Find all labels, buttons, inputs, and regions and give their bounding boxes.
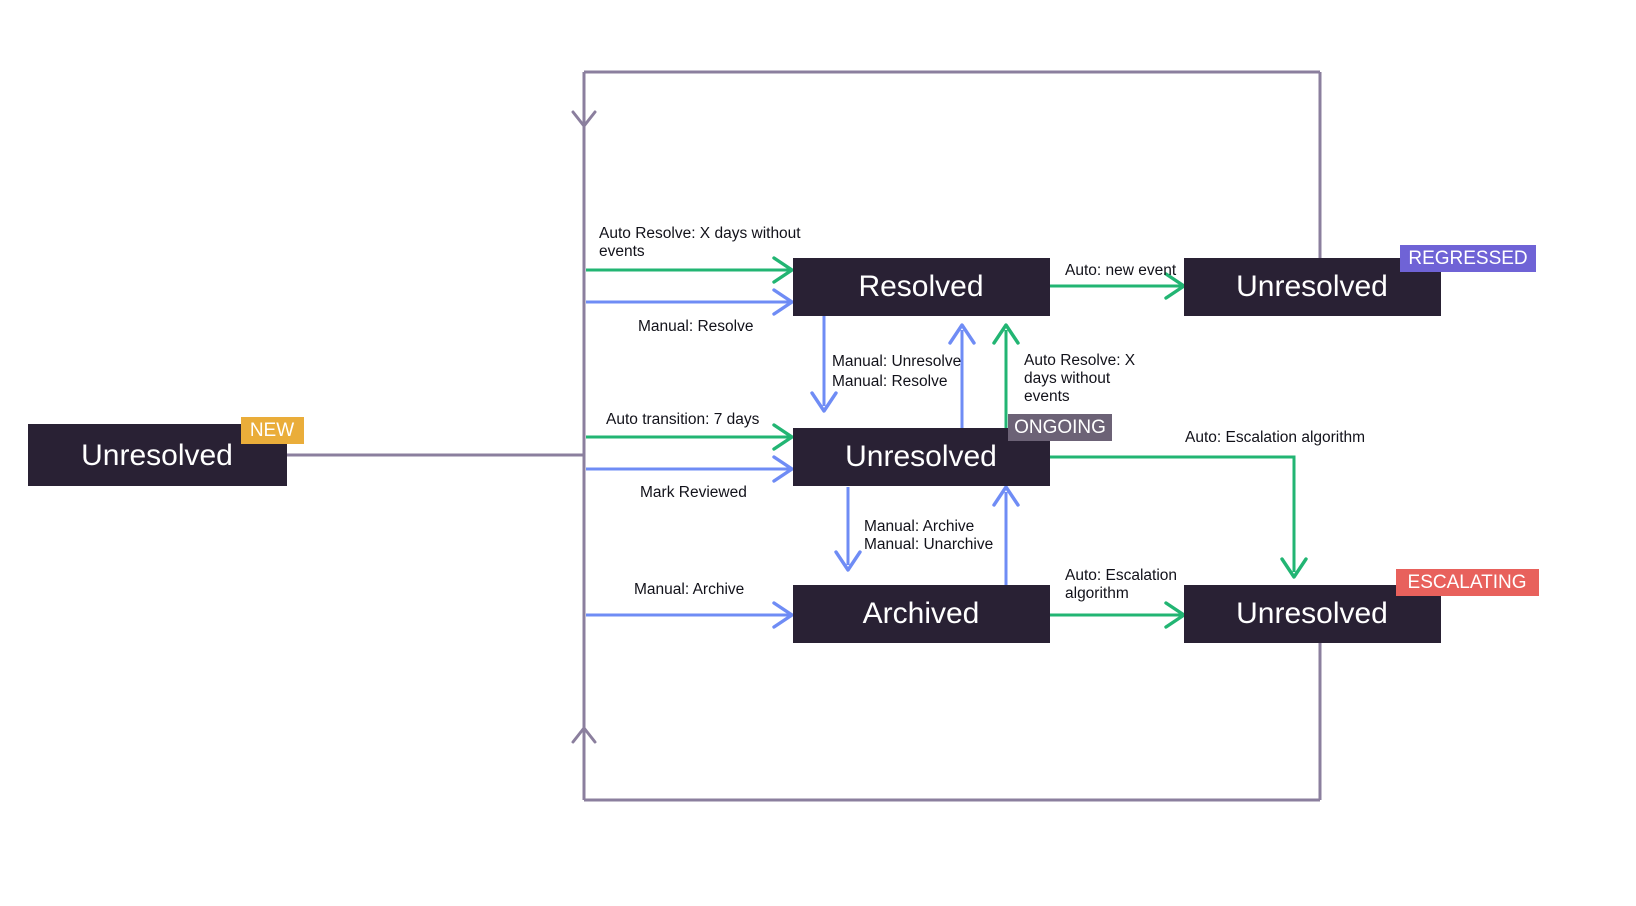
edge-label-manual-resolve-mid: Manual: Resolve: [832, 373, 947, 390]
arrowhead-icon: [992, 485, 1020, 507]
edge-label-manual-archive-vert: Manual: Archive: [864, 518, 974, 535]
arrowhead-icon: [834, 550, 862, 572]
outer-loop-edges: [287, 70, 1322, 802]
badge-escalating: ESCALATING: [1396, 569, 1539, 596]
edge-label-auto-escalation-line2: algorithm: [1065, 585, 1129, 602]
loop-arrowhead-up-icon: [571, 726, 597, 744]
edge-label-auto-transition-7days: Auto transition: 7 days: [606, 411, 760, 428]
arrowhead-icon: [772, 288, 794, 316]
badge-label-escalating: ESCALATING: [1408, 572, 1527, 593]
state-label-escalating-unresolved: Unresolved: [1236, 597, 1388, 630]
badge-rect: [1396, 569, 1539, 596]
state-label-regressed-unresolved: Unresolved: [1236, 270, 1388, 303]
edge-label-auto-resolve-x-days-line1: Auto Resolve: X days without: [599, 225, 801, 242]
edge-mark-reviewed: [586, 455, 794, 483]
badge-label-new: NEW: [250, 420, 294, 441]
edge-label-manual-archive-bottom: Manual: Archive: [634, 581, 744, 598]
edge-auto-escalation-top: [1050, 455, 1308, 579]
edge-label-auto-new-event: Auto: new event: [1065, 262, 1177, 279]
arrowhead-icon: [772, 601, 794, 629]
arrowhead-icon: [772, 423, 794, 451]
badge-new: NEW: [241, 417, 304, 444]
arrowhead-icon: [992, 323, 1020, 345]
state-box-rect: [793, 428, 1050, 486]
edge-manual-unarchive-up: [992, 485, 1020, 585]
edge-manual-resolve-up: [948, 323, 976, 428]
edge-auto-escalation-bottom: [1050, 601, 1186, 629]
edge-label-mark-reviewed: Mark Reviewed: [640, 484, 747, 501]
edge-manual-archive-bottom: [586, 601, 794, 629]
badge-rect: [1008, 414, 1112, 441]
edge-auto-resolve-x-days: [586, 256, 794, 284]
badge-regressed: REGRESSED: [1400, 245, 1536, 272]
badge-rect: [1400, 245, 1536, 272]
badge-label-ongoing: ONGOING: [1014, 417, 1106, 438]
state-node-resolved[interactable]: Resolved: [793, 258, 1050, 316]
edge-manual-unresolve-down: [810, 315, 838, 413]
edge-label-auto-resolve-vert-line1: Auto Resolve: X: [1024, 352, 1136, 369]
edge-auto-transition-7days: [586, 423, 794, 451]
arrowhead-icon: [772, 455, 794, 483]
state-label-new-unresolved: Unresolved: [81, 439, 233, 472]
arrowhead-icon: [1280, 557, 1308, 579]
arrowhead-icon: [810, 391, 838, 413]
state-node-archived[interactable]: Archived: [793, 585, 1050, 643]
state-box-rect: [1184, 258, 1441, 316]
state-node-ongoing-unresolved[interactable]: Unresolved: [793, 428, 1050, 486]
state-box-rect: [793, 258, 1050, 316]
edge-label-auto-resolve-vert-line2: days without: [1024, 370, 1111, 387]
edge-label-auto-escalation-algorithm-top: Auto: Escalation algorithm: [1185, 429, 1365, 446]
arrowhead-icon: [772, 256, 794, 284]
state-label-ongoing-unresolved: Unresolved: [845, 440, 997, 473]
state-label-resolved: Resolved: [858, 270, 983, 303]
edge-manual-resolve-top: [586, 288, 794, 316]
loop-arrowhead-down-icon: [571, 110, 597, 128]
edge-label-auto-escalation-line1: Auto: Escalation: [1065, 567, 1177, 584]
arrowhead-icon: [948, 323, 976, 345]
badge-ongoing: ONGOING: [1008, 414, 1112, 441]
edge-label-auto-resolve-x-days-line2: events: [599, 243, 645, 260]
edge-label-manual-unresolve: Manual: Unresolve: [832, 353, 961, 370]
edge-label-auto-resolve-vert-line3: events: [1024, 388, 1070, 405]
state-node-regressed-unresolved[interactable]: Unresolved: [1184, 258, 1441, 316]
edge-label-manual-resolve-top: Manual: Resolve: [638, 318, 753, 335]
edge-auto-resolve-up: [992, 323, 1020, 428]
edge-manual-archive-down: [834, 487, 862, 572]
edge-label-manual-unarchive-vert: Manual: Unarchive: [864, 536, 993, 553]
badge-label-regressed: REGRESSED: [1408, 248, 1527, 269]
badge-rect: [241, 417, 304, 444]
state-label-archived: Archived: [863, 597, 980, 630]
state-box-rect: [793, 585, 1050, 643]
